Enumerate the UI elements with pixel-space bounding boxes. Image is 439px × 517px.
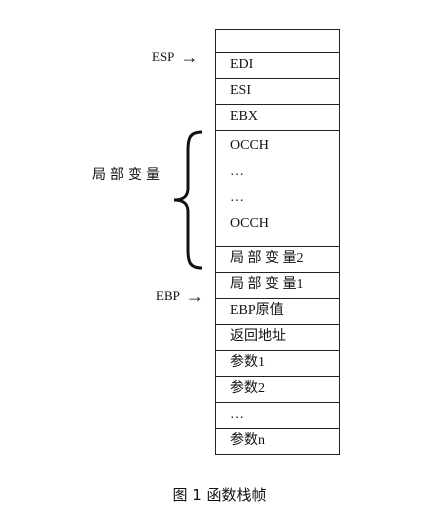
right-arrow-icon: → [185, 286, 204, 306]
right-arrow-icon: → [180, 47, 199, 67]
locals-ellipsis-1: … [230, 164, 244, 179]
stack-cell-arg2: 参数2 [216, 377, 339, 403]
curly-brace-icon [173, 130, 203, 270]
ebp-label: EBP [156, 288, 180, 303]
stack-cell-return-address: 返回地址 [216, 325, 339, 351]
stack-cell-ebp-orig: EBP原值 [216, 299, 339, 325]
stack-cell-local2: 局 部 变 量2 [216, 247, 339, 273]
locals-occh-first: OCCH [230, 138, 269, 153]
ebp-pointer: EBP → [156, 287, 204, 305]
esp-label: ESP [152, 49, 175, 64]
stack-cell-esi: ESI [216, 79, 339, 105]
locals-ellipsis-2: … [230, 190, 244, 205]
stack-table: EDI ESI EBX OCCH … … OCCH 局 部 变 量2 局 部 变… [215, 29, 340, 455]
stack-cell-local1: 局 部 变 量1 [216, 273, 339, 299]
stack-cell-top-blank [216, 30, 339, 53]
stack-cell-argn: 参数n [216, 429, 339, 455]
local-variables-label: 局部变量 [92, 167, 164, 183]
figure-caption: 图 1 函数栈帧 [172, 486, 267, 504]
esp-pointer: ESP → [152, 48, 198, 66]
locals-occh-last: OCCH [230, 216, 269, 231]
stack-cell-edi: EDI [216, 53, 339, 79]
stack-cell-arg1: 参数1 [216, 351, 339, 377]
stack-cell-locals-group: OCCH … … OCCH [216, 131, 339, 247]
stack-cell-ellipsis: … [216, 403, 339, 429]
stack-cell-ebx: EBX [216, 105, 339, 131]
